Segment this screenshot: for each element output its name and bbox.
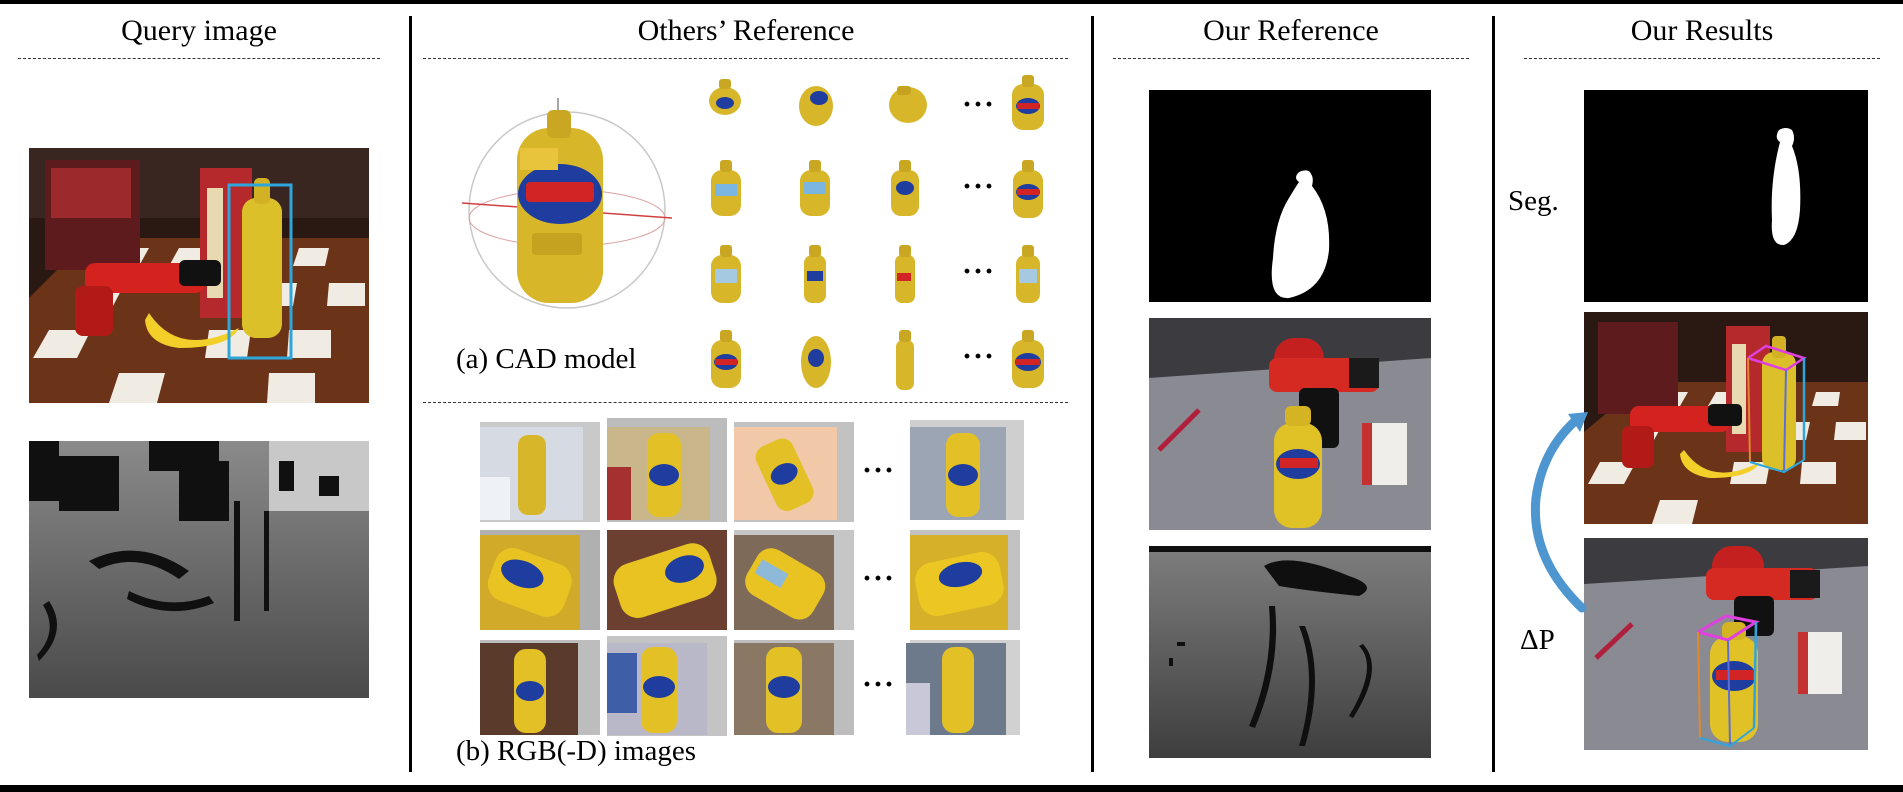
mustard-bottle-icon [711,330,741,388]
rgbd-images-caption: (b) RGB(-D) images [456,735,697,767]
cad-model-render [462,98,672,313]
rgbd-rgb-thumb [480,643,578,735]
rgbd-rgb-thumb [910,427,1006,520]
query-image-title: Query image [121,14,277,47]
rgbd-row3-ellipsis: ··· [862,668,896,701]
cad-row4-ellipsis: ··· [962,340,996,373]
mustard-bottle-icon [896,330,914,390]
result-pose-reference-scene [1584,538,1868,750]
others-reference-title: Others’ Reference [637,14,855,47]
result-pose-query-scene [1584,312,1868,524]
rgbd-rgb-thumb [607,643,707,735]
mustard-bottle-icon [891,160,919,216]
delta-pose-label: ΔP [1520,624,1555,656]
rgbd-rgb-thumb [607,530,727,630]
rgbd-rgb-thumb [906,643,1006,735]
mustard-bottle-icon [895,245,915,303]
query-title-rule [18,58,380,59]
rgbd-row1-ellipsis: ··· [862,454,896,487]
reference-depth-image [1149,546,1431,758]
segmentation-label: Seg. [1508,185,1559,217]
mustard-bottle-icon [800,160,830,216]
mustard-bottle-icon [1013,160,1043,218]
cad-rgbd-separator [423,402,1068,403]
cad-model-caption: (a) CAD model [456,343,637,375]
cad-row3-ellipsis: ··· [962,255,996,288]
refinement-arrow-icon [1530,412,1588,613]
rgbd-rgb-thumb [480,427,583,520]
column-divider-2 [1091,16,1094,772]
mustard-bottle-icon [801,336,831,388]
others-title-rule [423,58,1068,59]
our-results-title: Our Results [1630,14,1774,47]
column-divider-1 [409,16,412,772]
rgbd-rgb-thumb [734,427,837,520]
query-rgb-image [29,148,369,403]
mustard-bottle-icon [889,86,927,123]
bottom-rule [0,785,1903,792]
rgbd-rgb-thumb [607,427,710,520]
top-rule [0,0,1903,4]
mustard-bottle-icon [1012,75,1044,130]
rgbd-rgb-thumb [734,535,834,630]
reference-mask-image [1149,90,1431,302]
query-depth-image [29,441,369,698]
our-results-title-rule [1524,58,1880,59]
mustard-bottle-icon [1012,330,1044,388]
rgbd-row2-ellipsis: ··· [862,562,896,595]
mustard-bottle-icon [709,79,741,115]
rgbd-rgb-thumb [734,643,834,735]
rgbd-rgb-thumb [480,535,580,630]
cad-row2-ellipsis: ··· [962,170,996,203]
result-segmentation-mask [1584,90,1868,302]
mustard-bottle-icon [804,245,826,303]
cad-row1-ellipsis: ··· [962,88,996,121]
mustard-bottle-icon [711,160,741,216]
our-reference-title-rule [1113,58,1469,59]
rgbd-rgb-thumb [910,535,1008,630]
mustard-bottle-icon [799,86,833,126]
mustard-bottle-icon [1016,245,1040,303]
our-reference-title: Our Reference [1203,14,1379,47]
reference-rgb-image [1149,318,1431,530]
mustard-bottle-icon [711,245,741,303]
column-divider-3 [1492,16,1495,772]
